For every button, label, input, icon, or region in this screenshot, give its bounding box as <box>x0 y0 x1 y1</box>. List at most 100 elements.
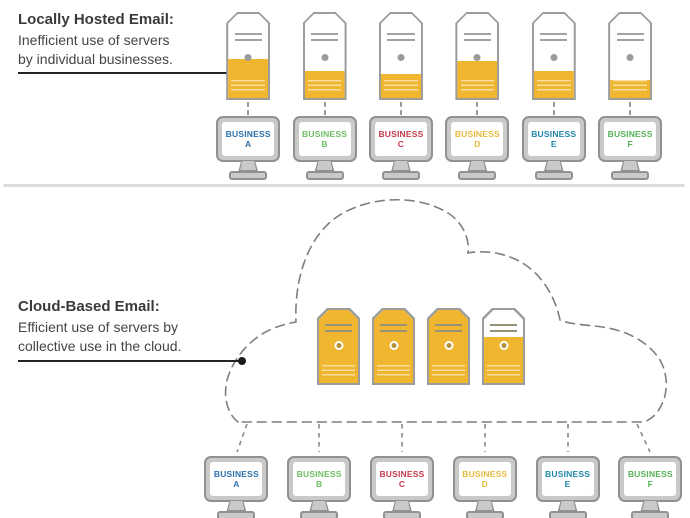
monitor-stand <box>391 501 412 512</box>
cloud-email-description-line2: collective use in the cloud. <box>18 337 182 354</box>
monitor-stand <box>557 501 578 512</box>
server-slot-line <box>435 324 462 326</box>
server-power-dot <box>499 341 508 350</box>
server-slot-line <box>464 33 491 35</box>
server-vent-stripes <box>487 365 520 377</box>
cloud-callout-leader-line <box>18 357 246 365</box>
server-chassis <box>228 14 268 98</box>
server-power-dot <box>334 341 343 350</box>
server-icon <box>379 12 423 100</box>
server-to-monitor-connector <box>247 102 250 115</box>
cloud-server-icon <box>372 308 415 385</box>
server-capacity-fill <box>457 61 497 98</box>
monitor-stand <box>474 501 495 512</box>
server-power-dot <box>444 341 453 350</box>
monitor-stand <box>309 501 330 512</box>
server-vent-stripes <box>537 80 571 92</box>
server-power-dot <box>321 54 328 61</box>
server-vent-stripes <box>231 80 265 92</box>
server-to-monitor-connector <box>399 102 402 115</box>
server-slot-line <box>387 33 414 35</box>
monitor-stand <box>390 161 411 172</box>
server-chassis <box>484 310 523 383</box>
monitor-stand <box>640 501 661 512</box>
monitor-stand <box>238 161 259 172</box>
local-callout-leader-line <box>18 69 234 77</box>
server-chassis <box>319 310 358 383</box>
local-email-title: Locally Hosted Email: <box>18 11 174 28</box>
server-icon <box>303 12 347 100</box>
cloud-server-icon <box>317 308 360 385</box>
server-capacity-fill <box>381 74 421 98</box>
monitor-stand <box>620 161 641 172</box>
server-slot-line <box>380 330 407 332</box>
monitor-base <box>217 511 256 518</box>
server-icon <box>608 12 652 100</box>
monitor-base <box>229 171 268 180</box>
monitor-base <box>458 171 497 180</box>
server-chassis <box>374 310 413 383</box>
server-chassis <box>457 14 497 98</box>
server-vent-stripes <box>384 80 418 92</box>
server-capacity-fill <box>228 59 268 98</box>
server-slot-line <box>464 39 491 41</box>
server-vent-stripes <box>322 365 355 377</box>
monitor-base <box>548 511 587 518</box>
server-chassis <box>429 310 468 383</box>
monitor-base <box>382 511 421 518</box>
server-slot-line <box>235 39 262 41</box>
monitor-base <box>300 511 339 518</box>
cloud-server-icon <box>427 308 470 385</box>
server-chassis <box>381 14 421 98</box>
server-slot-line <box>617 33 644 35</box>
section-divider <box>3 184 685 187</box>
server-slot-line <box>325 330 352 332</box>
leader-dot <box>238 357 246 365</box>
server-slot-line <box>490 330 517 332</box>
cloud-outline <box>224 198 668 423</box>
monitor-base <box>465 511 504 518</box>
local-email-callout: Locally Hosted Email: Inefficient use of… <box>18 10 248 68</box>
server-slot-line <box>235 33 262 35</box>
server-slot-line <box>387 39 414 41</box>
